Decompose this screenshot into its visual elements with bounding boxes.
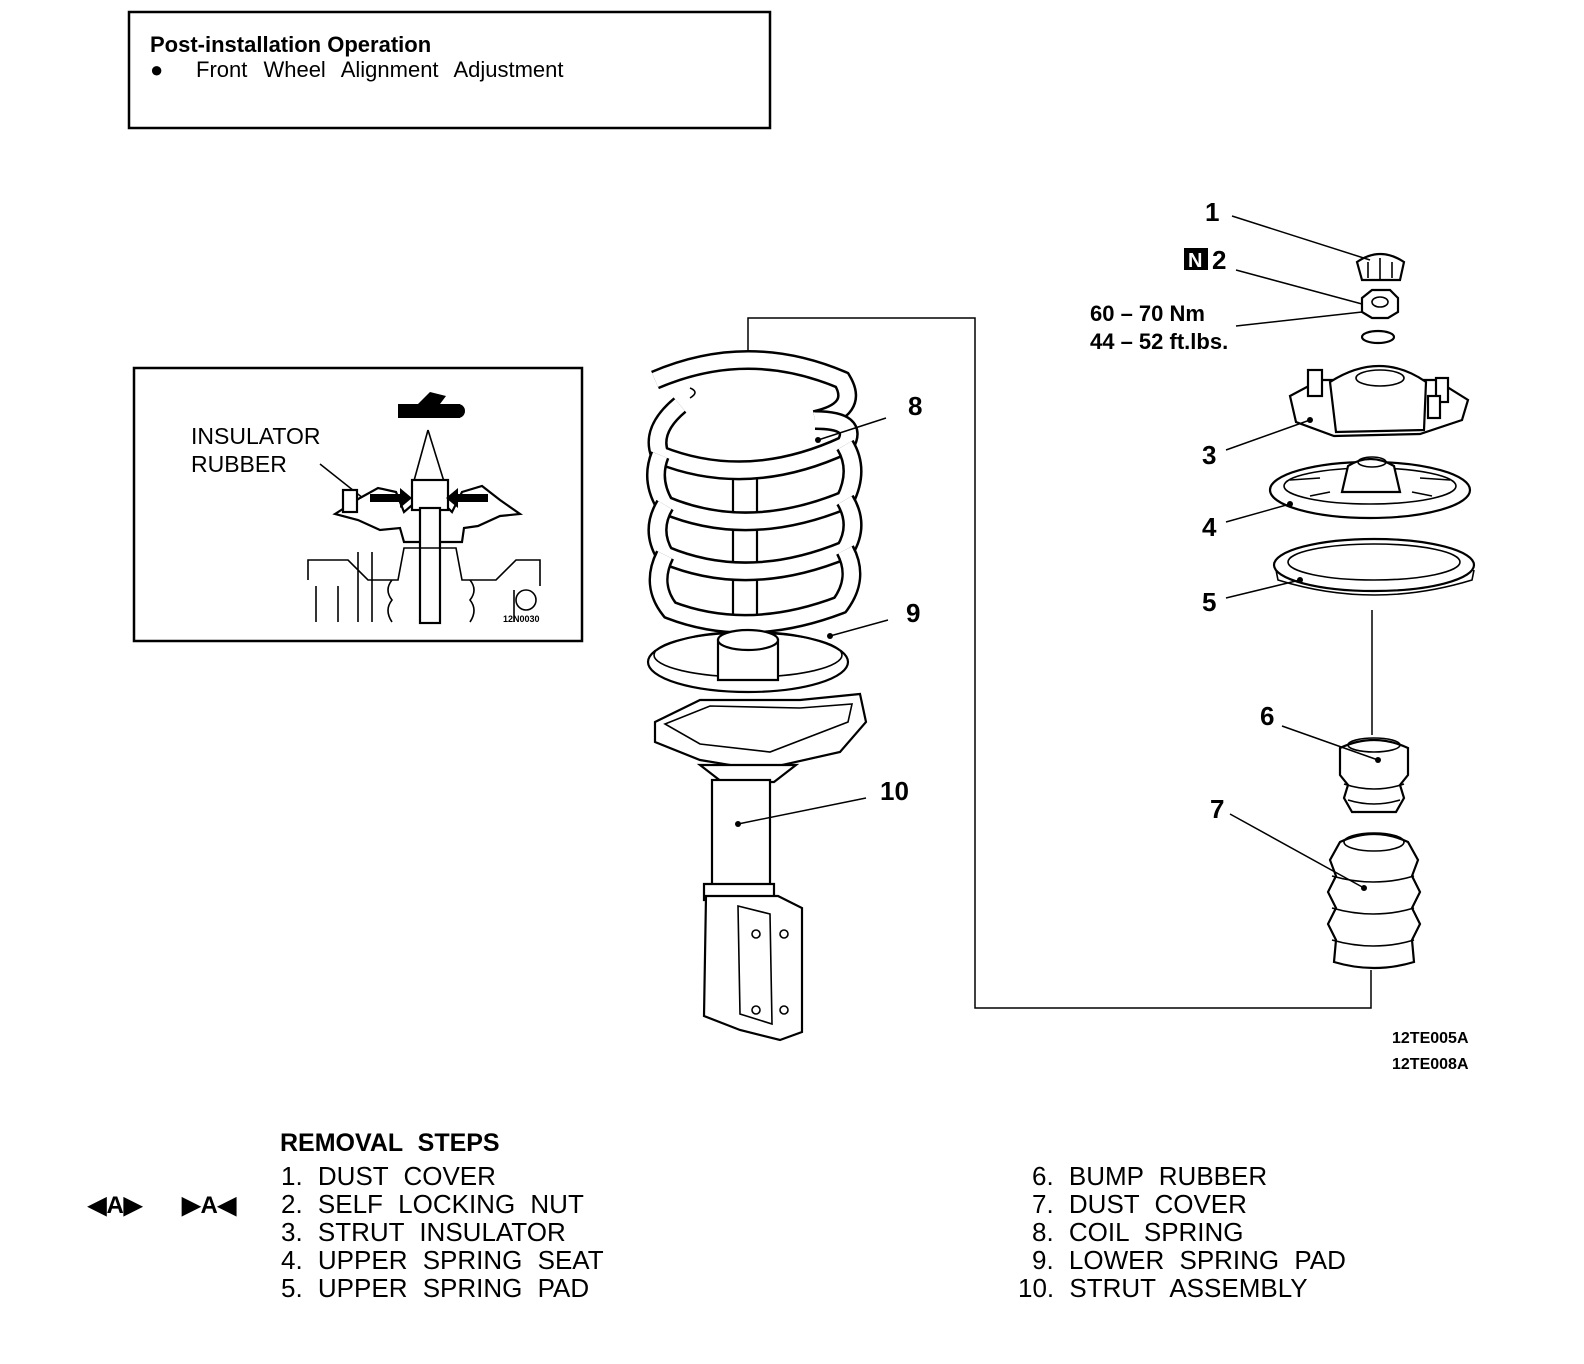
step-4: 4. UPPER SPRING SEAT (281, 1245, 604, 1275)
callout-labels: 1 N 2 60 – 70 Nm 44 – 52 ft.lbs. 3 4 5 6… (880, 197, 1274, 824)
wrench-tool-icon (398, 392, 465, 418)
part-7-dust-cover-boot (1326, 832, 1422, 970)
callout-4: 4 (1202, 512, 1217, 542)
callout-3: 3 (1202, 440, 1216, 470)
callout-9: 9 (906, 598, 920, 628)
post-installation-item: Front Wheel Alignment Adjustment (196, 57, 564, 82)
step-1: 1. DUST COVER (281, 1161, 496, 1191)
inset-label-line2: RUBBER (191, 451, 287, 477)
post-installation-box: Post-installation Operation ● Front Whee… (127, 10, 772, 130)
step-8: 8. COIL SPRING (1032, 1217, 1244, 1247)
new-part-badge (1184, 248, 1208, 270)
part-4-upper-spring-seat (1268, 456, 1472, 520)
callout-2: 2 (1212, 245, 1226, 275)
part-6-bump-rubber (1338, 737, 1410, 814)
torque-metric: 60 – 70 Nm (1090, 301, 1205, 326)
figure-code-1: 12TE005A (1392, 1030, 1469, 1047)
post-installation-title: Post-installation Operation (150, 32, 431, 57)
callout-7: 7 (1210, 794, 1224, 824)
inset-label-line1: INSULATOR (191, 423, 321, 449)
callout-5: 5 (1202, 587, 1216, 617)
figure-code-2: 12TE008A (1392, 1056, 1469, 1073)
callout-1: 1 (1205, 197, 1219, 227)
step-10: 10. STRUT ASSEMBLY (1018, 1273, 1308, 1303)
part-2-nut (1360, 288, 1400, 320)
exploded-parts (1225, 215, 1476, 970)
step-3: 3. STRUT INSULATOR (281, 1217, 566, 1247)
callout-6: 6 (1260, 701, 1274, 731)
step-5: 5. UPPER SPRING PAD (281, 1273, 589, 1303)
step-9: 9. LOWER SPRING PAD (1032, 1245, 1346, 1275)
inset-code: 12N0030 (503, 614, 540, 624)
step-2: 2. SELF LOCKING NUT (281, 1189, 584, 1219)
insulator-inset: INSULATOR RUBBER 12N0030 (132, 366, 584, 643)
part-5-upper-spring-pad (1272, 537, 1476, 596)
callout-8: 8 (908, 391, 922, 421)
post-installation-bullet: ● (150, 57, 163, 82)
service-symbol-a-install: ▶A◀ (181, 1192, 237, 1219)
torque-imperial: 44 – 52 ft.lbs. (1090, 329, 1228, 354)
service-symbol-a-remove: ◀A▶ (87, 1192, 144, 1219)
part-3-strut-insulator (1288, 365, 1470, 438)
strut-assembly-drawing (646, 317, 1372, 1042)
step-6: 6. BUMP RUBBER (1032, 1161, 1267, 1191)
removal-steps-title: REMOVAL STEPS (280, 1129, 500, 1157)
coil-spring (646, 350, 863, 634)
new-part-badge-text: N (1188, 250, 1202, 272)
step-7: 7. DUST COVER (1032, 1189, 1247, 1219)
removal-steps: REMOVAL STEPS ◀A▶ ▶A◀ 1. DUST COVER 2. S… (87, 1129, 1346, 1303)
callout-10: 10 (880, 776, 909, 806)
